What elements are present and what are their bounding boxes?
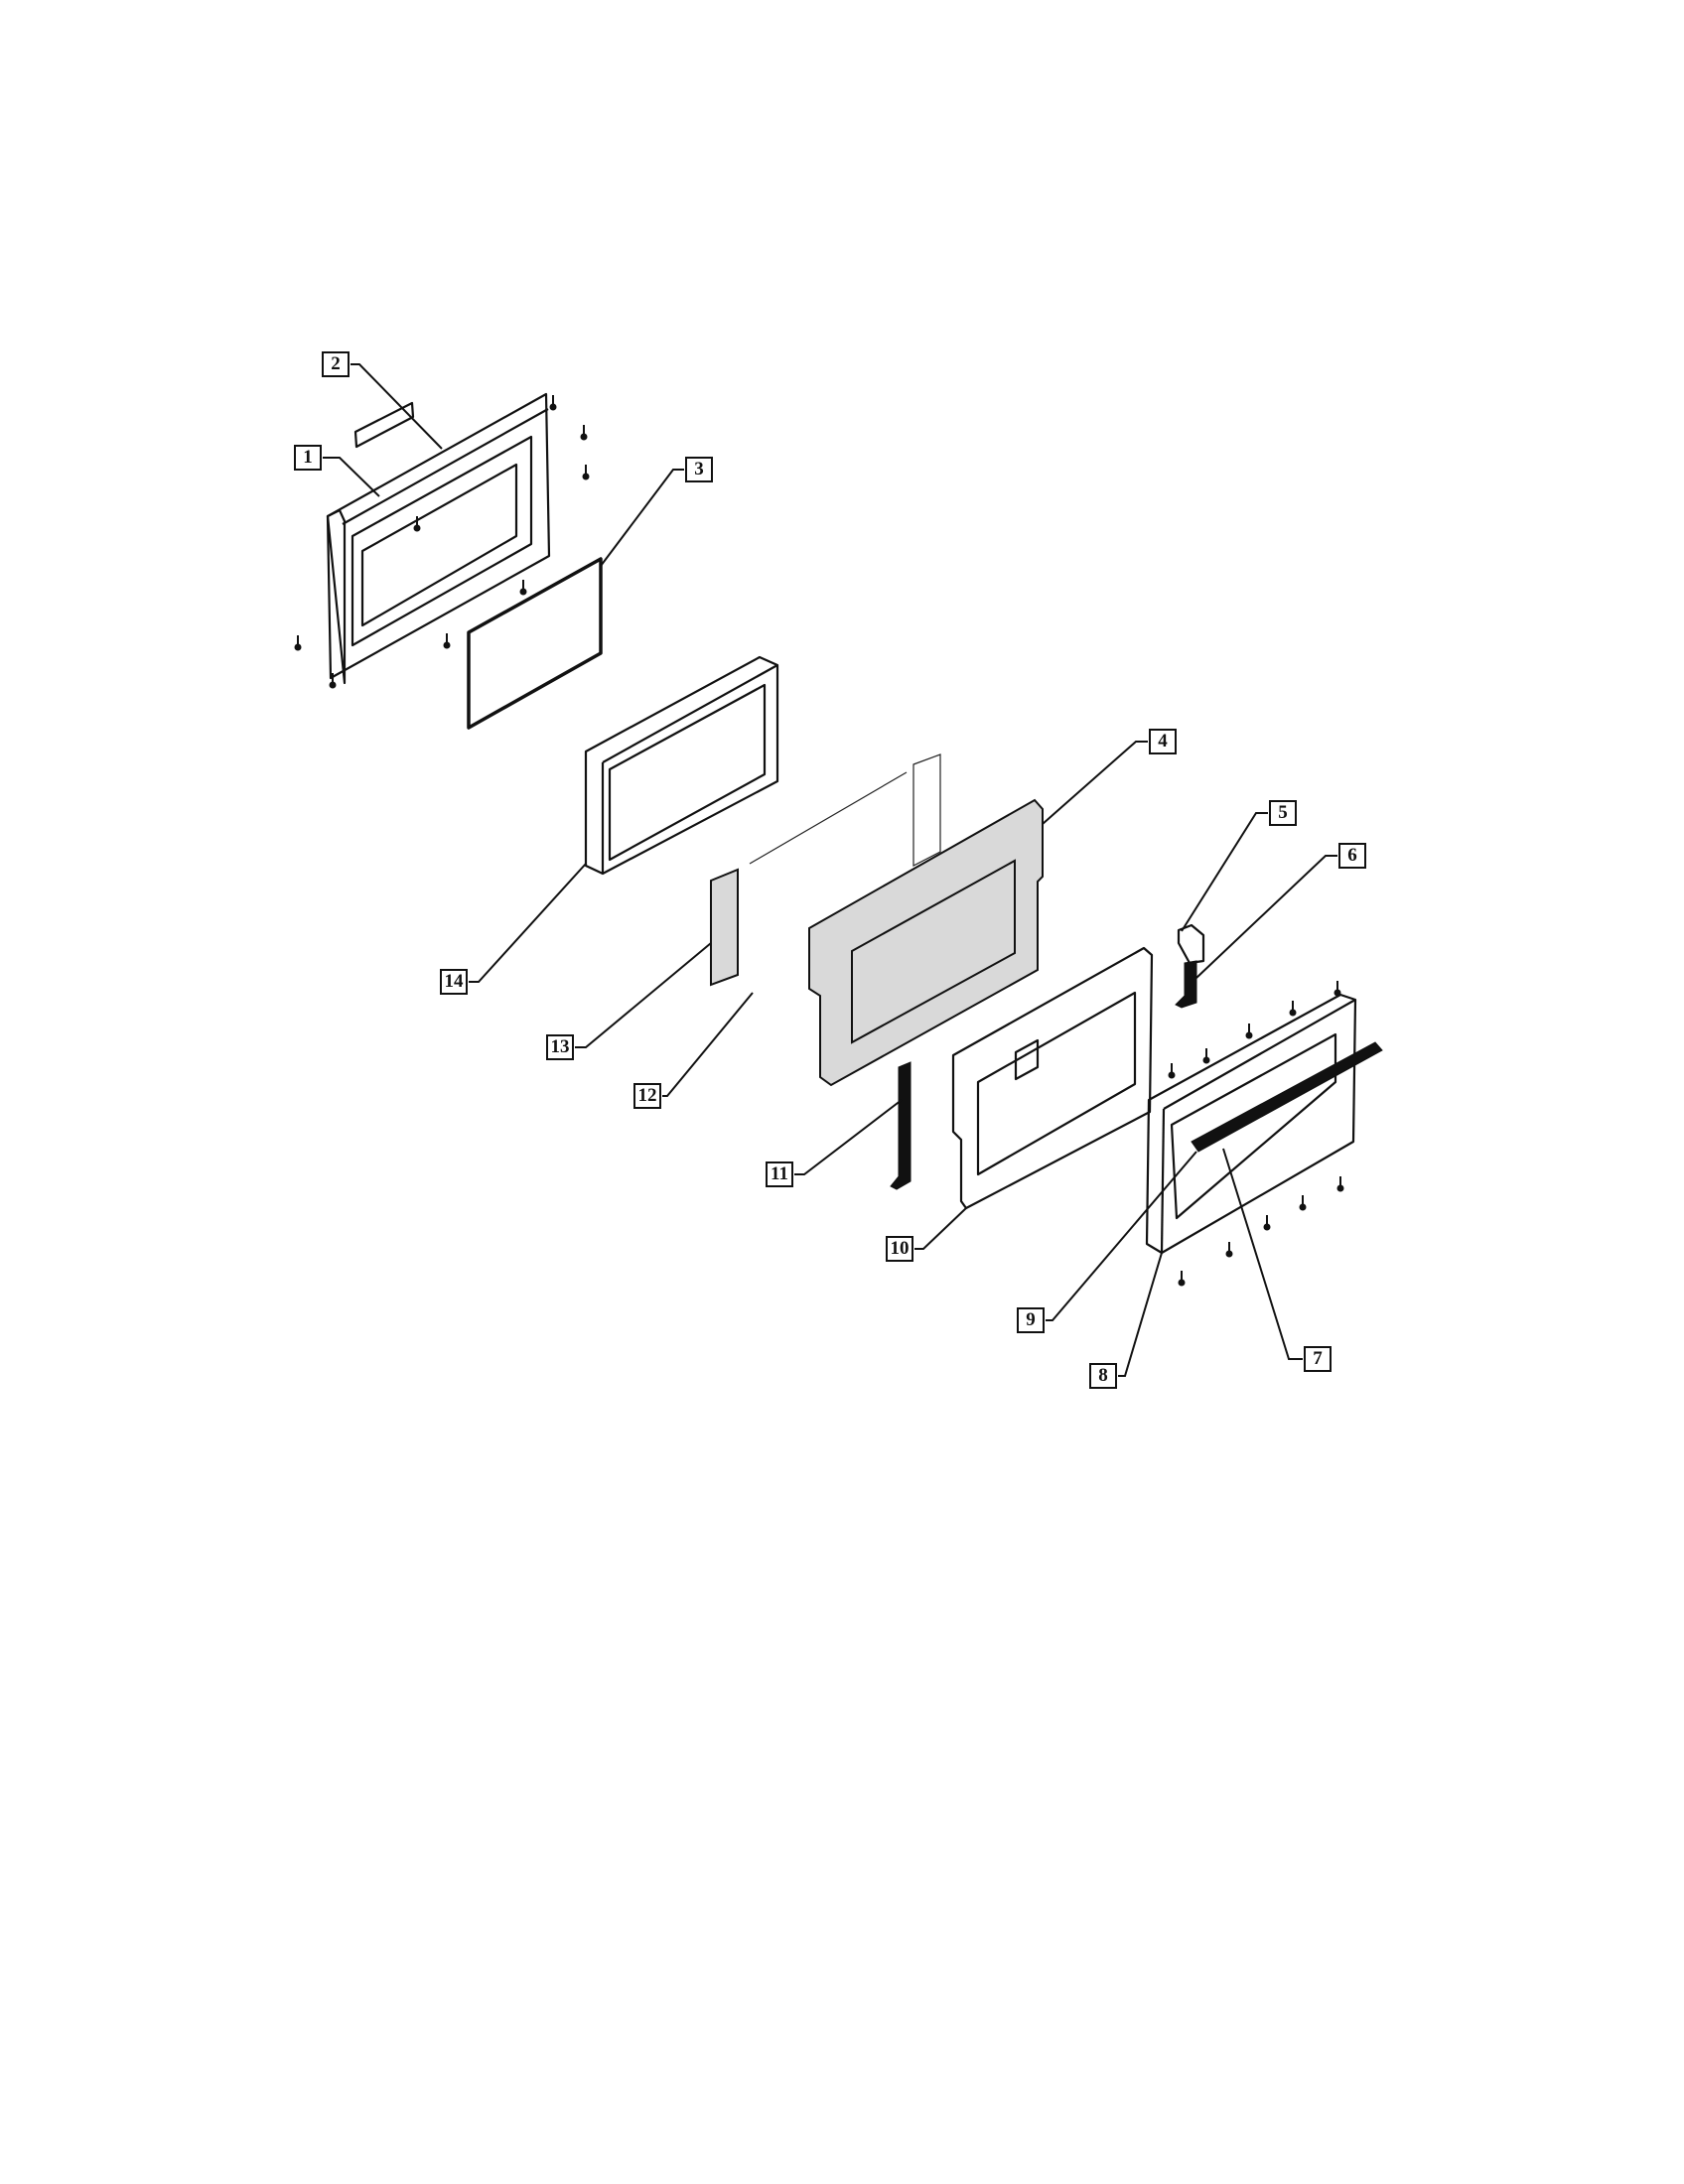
screw-head-icon (580, 433, 588, 441)
leader-line-14 (469, 863, 587, 983)
leader-line-4 (1042, 741, 1148, 825)
insulation-strip-left-outline (710, 868, 739, 987)
screw-head-icon (1289, 1009, 1297, 1017)
part-insulation-outline[interactable] (749, 753, 941, 867)
callout-label-8[interactable]: 8 (1089, 1363, 1117, 1389)
inner-glass-outline (467, 557, 603, 730)
outer-door-outline (1145, 993, 1357, 1255)
hinge-right-outline (1175, 960, 1197, 1009)
door-inner-panel-outline (976, 991, 1137, 1176)
screw-head-icon (1245, 1031, 1253, 1039)
screw-head-icon (1263, 1223, 1271, 1231)
leader-lines (323, 363, 1337, 1377)
leader-line-9 (1046, 1151, 1197, 1321)
outer-door-outline (1163, 999, 1356, 1110)
part-outer-door[interactable] (1145, 993, 1357, 1255)
glass-frame-outline (584, 655, 779, 876)
part-door-handle[interactable] (1191, 1041, 1383, 1153)
screw-head-icon (1178, 1279, 1186, 1287)
part-hinge-right[interactable] (1175, 960, 1197, 1009)
parts-layer (326, 392, 1383, 1255)
insulation-outline-outline (912, 753, 941, 867)
outer-door-outline (1170, 1032, 1337, 1220)
door-frame-inner-outline (326, 392, 551, 680)
door-liner-panel-outline (851, 859, 1016, 1044)
outer-door-outline (1160, 1108, 1166, 1254)
callout-label-12[interactable]: 12 (633, 1083, 661, 1109)
screw-head-icon (1299, 1203, 1307, 1211)
part-door-frame-inner[interactable] (326, 392, 551, 685)
callout-label-4[interactable]: 4 (1149, 729, 1177, 754)
part-insulation-strip-left[interactable] (710, 868, 739, 987)
callout-label-6[interactable]: 6 (1338, 843, 1366, 869)
screw-head-icon (413, 524, 421, 532)
part-door-liner-panel[interactable] (808, 798, 1044, 1087)
glass-frame-outline (608, 683, 767, 862)
screw-head-icon (1333, 989, 1341, 997)
screw-head-icon (582, 473, 590, 480)
leader-line-3 (600, 469, 684, 567)
leader-line-2 (351, 363, 443, 450)
vent-bracket-outline (353, 401, 415, 449)
leader-line-10 (914, 1207, 967, 1250)
screw-head-icon (1202, 1056, 1210, 1064)
hinge-bracket-right-outline (1177, 923, 1205, 965)
leader-line-11 (794, 1099, 903, 1175)
part-inner-glass[interactable] (467, 557, 603, 730)
screws-layer (294, 395, 1344, 1287)
glass-frame-outline (602, 664, 778, 763)
leader-line-6 (1195, 855, 1337, 979)
callout-label-7[interactable]: 7 (1304, 1346, 1332, 1372)
insulation-outline-outline (749, 771, 908, 865)
leader-line-13 (575, 942, 712, 1048)
screw-head-icon (329, 681, 337, 689)
door-inner-panel-outline (1014, 1038, 1040, 1081)
screw-head-icon (549, 403, 557, 411)
callout-label-2[interactable]: 2 (322, 351, 350, 377)
door-frame-inner-outline (326, 508, 347, 685)
leader-line-8 (1118, 1252, 1163, 1377)
part-vent-bracket[interactable] (353, 401, 415, 449)
hinge-left-outline (890, 1061, 912, 1190)
door-frame-inner-outline (360, 463, 518, 627)
screw-head-icon (519, 588, 527, 596)
screw-head-icon (1168, 1071, 1176, 1079)
screw-head-icon (1336, 1184, 1344, 1192)
callout-label-1[interactable]: 1 (294, 445, 322, 471)
callout-label-3[interactable]: 3 (685, 457, 713, 482)
screw-head-icon (1225, 1250, 1233, 1258)
callout-label-10[interactable]: 10 (886, 1236, 913, 1262)
leader-line-5 (1181, 812, 1268, 932)
leader-line-12 (662, 992, 754, 1097)
part-hinge-left[interactable] (890, 1061, 912, 1190)
part-hinge-bracket-right[interactable] (1177, 923, 1205, 965)
door-handle-outline (1191, 1041, 1383, 1153)
leader-line-1 (323, 457, 380, 497)
screw-head-icon (294, 643, 302, 651)
callout-label-13[interactable]: 13 (546, 1034, 574, 1060)
leader-line-7 (1222, 1148, 1303, 1360)
callout-label-14[interactable]: 14 (440, 969, 468, 995)
callout-label-9[interactable]: 9 (1017, 1307, 1045, 1333)
door-frame-inner-outline (351, 435, 533, 647)
door-frame-inner-outline (342, 408, 549, 525)
callout-label-11[interactable]: 11 (766, 1161, 793, 1187)
screw-head-icon (443, 641, 451, 649)
callout-label-5[interactable]: 5 (1269, 800, 1297, 826)
part-glass-frame[interactable] (584, 655, 779, 876)
